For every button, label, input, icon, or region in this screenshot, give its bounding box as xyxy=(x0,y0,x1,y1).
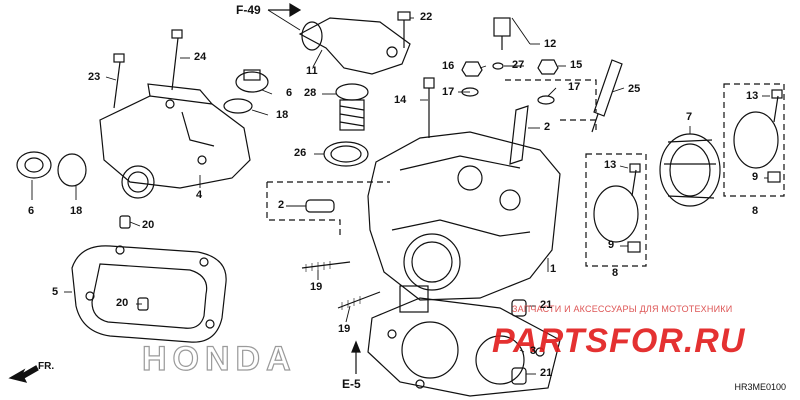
part-label-6: 6 xyxy=(286,87,293,99)
part-label-17: 17 xyxy=(568,81,581,93)
part-label-19: 19 xyxy=(338,323,351,335)
cap-6-top-shape xyxy=(235,71,269,93)
part-label-20: 20 xyxy=(116,297,129,309)
part-label-14: 14 xyxy=(394,94,407,106)
cylinder-head-1-shape xyxy=(367,131,561,301)
part-label-16: 16 xyxy=(442,60,455,72)
part-label-9: 9 xyxy=(752,171,759,183)
oring-18-top-shape xyxy=(223,98,253,114)
part-label-21: 21 xyxy=(540,367,553,379)
box-8-right xyxy=(723,83,785,197)
part-label-20: 20 xyxy=(142,219,155,231)
part-label-6: 6 xyxy=(28,205,35,217)
part-label-18: 18 xyxy=(70,205,83,217)
diagram-code: HR3ME0100 xyxy=(734,382,786,392)
spark-plug-25-shape xyxy=(593,59,623,117)
part-label-23: 23 xyxy=(88,71,101,83)
front-label: FR. xyxy=(38,361,55,372)
box-8-upper xyxy=(585,153,647,267)
dowel-2-shape xyxy=(305,199,335,213)
leader-lines xyxy=(31,9,770,375)
part-label-26: 26 xyxy=(294,147,307,159)
part-label-19: 19 xyxy=(310,281,323,293)
part-label-5: 5 xyxy=(52,286,59,298)
front-arrow xyxy=(8,365,39,383)
part-label-8: 8 xyxy=(752,205,759,217)
cap-6-left-shape xyxy=(16,151,52,179)
thermostat-housing-11-shape xyxy=(298,17,411,75)
part-label-22: 22 xyxy=(420,11,433,23)
part-label-2: 2 xyxy=(544,121,551,133)
ref-e5-label: E-5 xyxy=(342,377,361,391)
part-label-12: 12 xyxy=(544,38,557,50)
part-label-25: 25 xyxy=(628,83,641,95)
part-label-8: 8 xyxy=(612,267,619,279)
clamp-8-upper-shape xyxy=(593,185,639,243)
part-label-13: 13 xyxy=(604,159,617,171)
assembly-boxes xyxy=(266,79,785,267)
part-label-11: 11 xyxy=(306,65,318,77)
part-label-17: 17 xyxy=(442,86,455,98)
part-label-18: 18 xyxy=(276,109,289,121)
part-label-27: 27 xyxy=(512,59,525,71)
part-label-7: 7 xyxy=(686,111,693,123)
oring-18-left-shape xyxy=(57,153,87,187)
pipe-2-shape xyxy=(509,105,529,165)
stud-19-lower-shape xyxy=(337,291,381,309)
bolt-24-shape xyxy=(171,37,179,91)
part-label-13: 13 xyxy=(746,90,759,102)
stud-19-upper-shape xyxy=(301,261,351,269)
part-label-2: 2 xyxy=(278,199,285,211)
head-cover-4-shape xyxy=(99,95,251,189)
part-label-15: 15 xyxy=(570,59,583,71)
part-label-4: 4 xyxy=(196,189,203,201)
clamp-8-right-shape xyxy=(733,111,779,169)
part-label-28: 28 xyxy=(304,87,317,99)
shop-watermark-text: ЗАПЧАСТИ И АКСЕССУАРЫ ДЛЯ МОТОТЕХНИКИ xyxy=(512,304,733,314)
thermostat-28-shape xyxy=(335,83,369,101)
bolt-23-shape xyxy=(113,61,121,109)
part-label-9: 9 xyxy=(608,239,615,251)
part-label-21: 21 xyxy=(540,299,553,311)
gasket-5-shape xyxy=(71,245,227,343)
part-label-24: 24 xyxy=(194,51,207,63)
part-label-3: 3 xyxy=(530,345,537,357)
insulator-7-shape xyxy=(659,133,721,207)
gasket-3-shape xyxy=(367,297,561,397)
ref-f49-label: F-49 xyxy=(236,3,261,17)
part-label-1: 1 xyxy=(550,263,557,275)
shop-watermark-logo: PARTSFOR.RU xyxy=(492,322,746,360)
ref-arrows xyxy=(268,2,361,374)
honda-watermark: HONDA xyxy=(141,339,297,378)
